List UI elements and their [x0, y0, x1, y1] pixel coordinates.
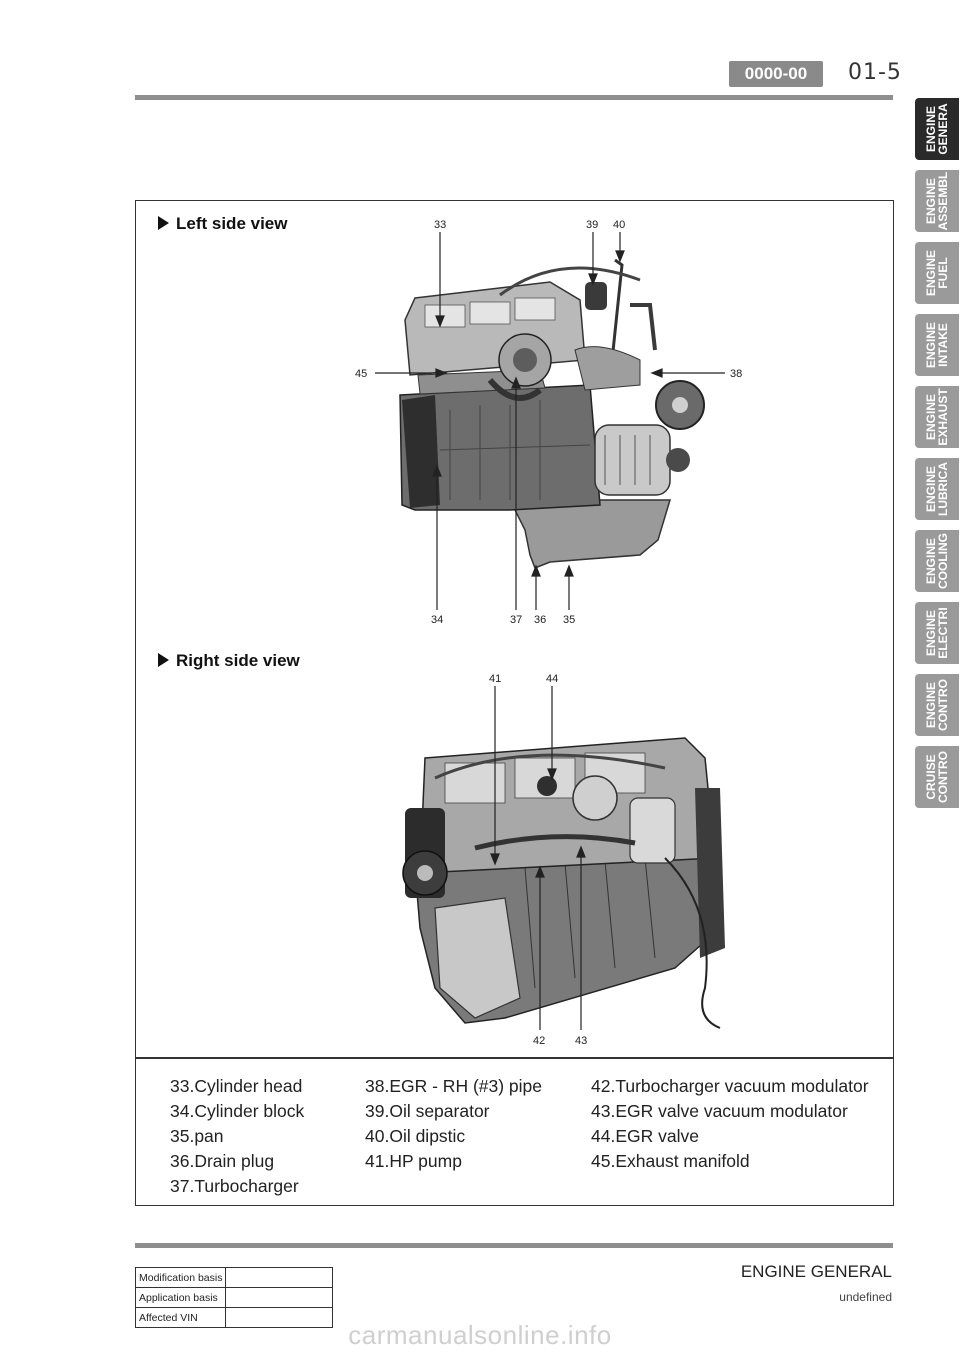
- callout-35: 35: [563, 614, 575, 626]
- basis-label: Application basis: [134, 1287, 227, 1308]
- callout-43: 43: [575, 1035, 587, 1047]
- table-row: Modification basis: [134, 1267, 333, 1288]
- tab-engine-exhaust[interactable]: ENGINE EXHAUST: [915, 386, 959, 448]
- legend-item: 34.Cylinder block: [170, 1101, 305, 1121]
- tab-cruise-control[interactable]: CRUISE CONTRO: [915, 746, 959, 808]
- tab-engine-control[interactable]: ENGINE CONTRO: [915, 674, 959, 736]
- tab-engine-electrical[interactable]: ENGINE ELECTRI: [915, 602, 959, 664]
- basis-label: Affected VIN: [134, 1307, 227, 1328]
- legend-item: 43.EGR valve vacuum modulator: [591, 1101, 848, 1121]
- basis-value: [225, 1307, 333, 1328]
- triangle-bullet-icon: [158, 216, 169, 230]
- watermark: carmanualsonline.info: [348, 1320, 612, 1350]
- page-code-badge: 0000-00: [729, 61, 823, 87]
- figure-frame: [135, 200, 894, 1206]
- callout-44: 44: [546, 673, 558, 685]
- revision-basis-table: Modification basis Application basis Aff…: [134, 1267, 333, 1328]
- basis-value: [225, 1267, 333, 1288]
- legend-item: 37.Turbocharger: [170, 1176, 299, 1196]
- legend-item: 38.EGR - RH (#3) pipe: [365, 1076, 543, 1096]
- legend-item: 40.Oil dipstic: [365, 1126, 466, 1146]
- callout-38: 38: [730, 368, 742, 380]
- callout-39: 39: [586, 219, 598, 231]
- callout-41: 41: [489, 673, 501, 685]
- legend-item: 39.Oil separator: [365, 1101, 490, 1121]
- header-rule: [135, 95, 893, 100]
- tab-engine-intake[interactable]: ENGINE INTAKE: [915, 314, 959, 376]
- triangle-bullet-icon: [158, 653, 169, 667]
- tab-engine-lubrication[interactable]: ENGINE LUBRICA: [915, 458, 959, 520]
- callout-42: 42: [533, 1035, 545, 1047]
- callout-40: 40: [613, 219, 625, 231]
- legend-item: 41.HP pump: [365, 1151, 462, 1171]
- basis-label: Modification basis: [134, 1267, 227, 1288]
- callout-45: 45: [355, 368, 367, 380]
- callout-34: 34: [431, 614, 443, 626]
- right-view-heading: Right side view: [158, 651, 300, 671]
- tab-engine-fuel[interactable]: ENGINE FUEL: [915, 242, 959, 304]
- legend-item: 44.EGR valve: [591, 1126, 699, 1146]
- callout-36: 36: [534, 614, 546, 626]
- tab-engine-cooling[interactable]: ENGINE COOLING: [915, 530, 959, 592]
- right-side-engine-illustration: 41 44 42 43: [402, 673, 725, 1047]
- callout-33: 33: [434, 219, 446, 231]
- table-row: Application basis: [134, 1287, 333, 1308]
- left-view-heading: Left side view: [158, 214, 287, 234]
- tab-engine-assembly[interactable]: ENGINE ASSEMBL: [915, 170, 959, 232]
- table-row: Affected VIN: [134, 1307, 333, 1328]
- legend-item: 36.Drain plug: [170, 1151, 275, 1171]
- legend-divider: [136, 1057, 893, 1059]
- footer-rule: [135, 1243, 893, 1248]
- page-number: 01-5: [848, 60, 902, 85]
- legend-item: 35.pan: [170, 1126, 224, 1146]
- footer-subtitle: undefined: [839, 1290, 892, 1304]
- legend-item: 45.Exhaust manifold: [591, 1151, 750, 1171]
- footer-section-title: ENGINE GENERAL: [740, 1262, 892, 1281]
- left-side-engine-illustration: 33 39 40 45 38 34 37 36 35: [355, 219, 742, 626]
- tab-engine-general[interactable]: ENGINE GENERA: [915, 98, 959, 160]
- callout-37: 37: [510, 614, 522, 626]
- basis-value: [225, 1287, 333, 1308]
- legend-item: 33.Cylinder head: [170, 1076, 303, 1096]
- legend-item: 42.Turbocharger vacuum modulator: [591, 1076, 869, 1096]
